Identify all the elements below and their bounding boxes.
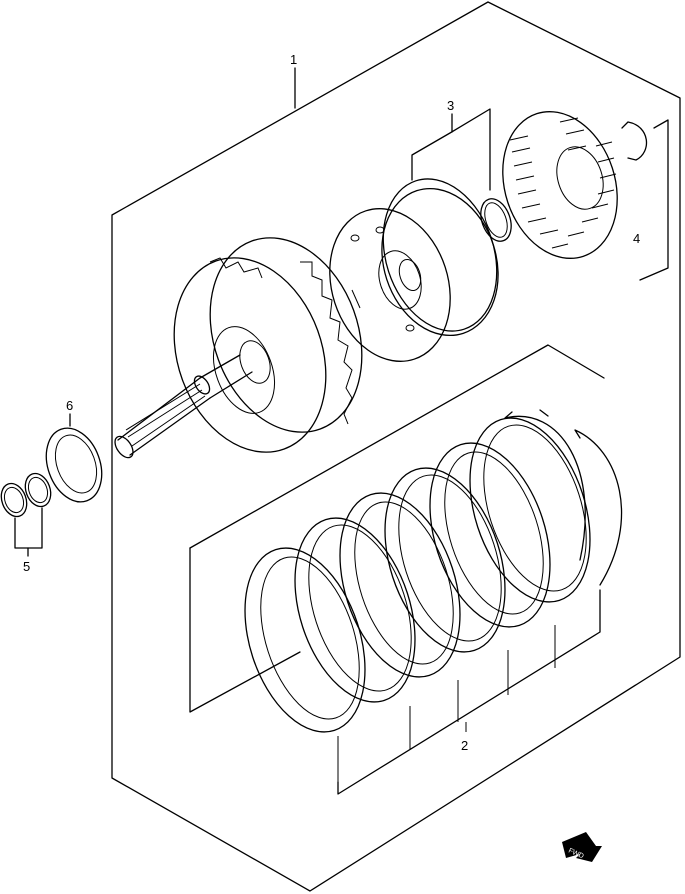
return-spring-assembly [502, 111, 618, 259]
callout-3: 3 [447, 98, 454, 113]
callout-2: 2 [461, 738, 468, 753]
fwd-arrow-icon: FWD [562, 832, 602, 862]
callout-6: 6 [66, 398, 73, 413]
callout-1: 1 [290, 52, 297, 67]
callout-5: 5 [23, 559, 30, 574]
clutch-plates [244, 409, 623, 782]
small-rings [0, 413, 103, 557]
clutch-drum-shaft [114, 237, 363, 459]
piston-and-seals [329, 108, 512, 362]
snap-ring-4 [621, 119, 669, 281]
callout-4: 4 [633, 231, 640, 246]
assembly-box [111, 1, 681, 892]
